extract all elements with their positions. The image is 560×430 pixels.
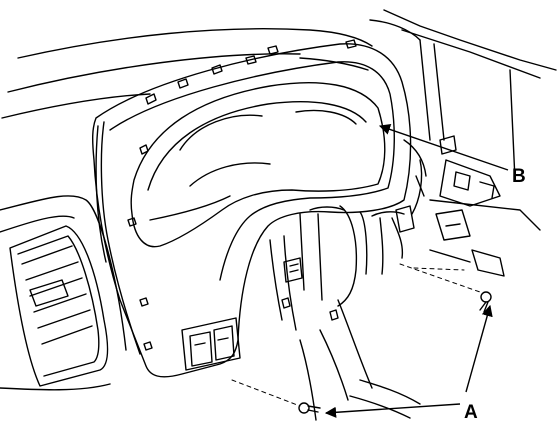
right-side-brackets	[403, 135, 505, 277]
leader-b	[378, 123, 509, 171]
instrument-cluster-bezel	[91, 39, 412, 378]
screw-lower	[298, 402, 321, 414]
callout-b: B	[512, 166, 526, 187]
air-vent	[0, 195, 127, 391]
callout-a: A	[464, 402, 478, 423]
dashboard-outline	[1, 9, 557, 231]
alignment-lines	[231, 263, 481, 407]
leader-a-to-upper-screw	[465, 304, 493, 393]
steering-column-wiring	[269, 205, 421, 421]
leader-a-to-lower-screw	[324, 403, 461, 418]
mounting-screws	[298, 291, 492, 414]
switch-panel	[181, 317, 241, 371]
